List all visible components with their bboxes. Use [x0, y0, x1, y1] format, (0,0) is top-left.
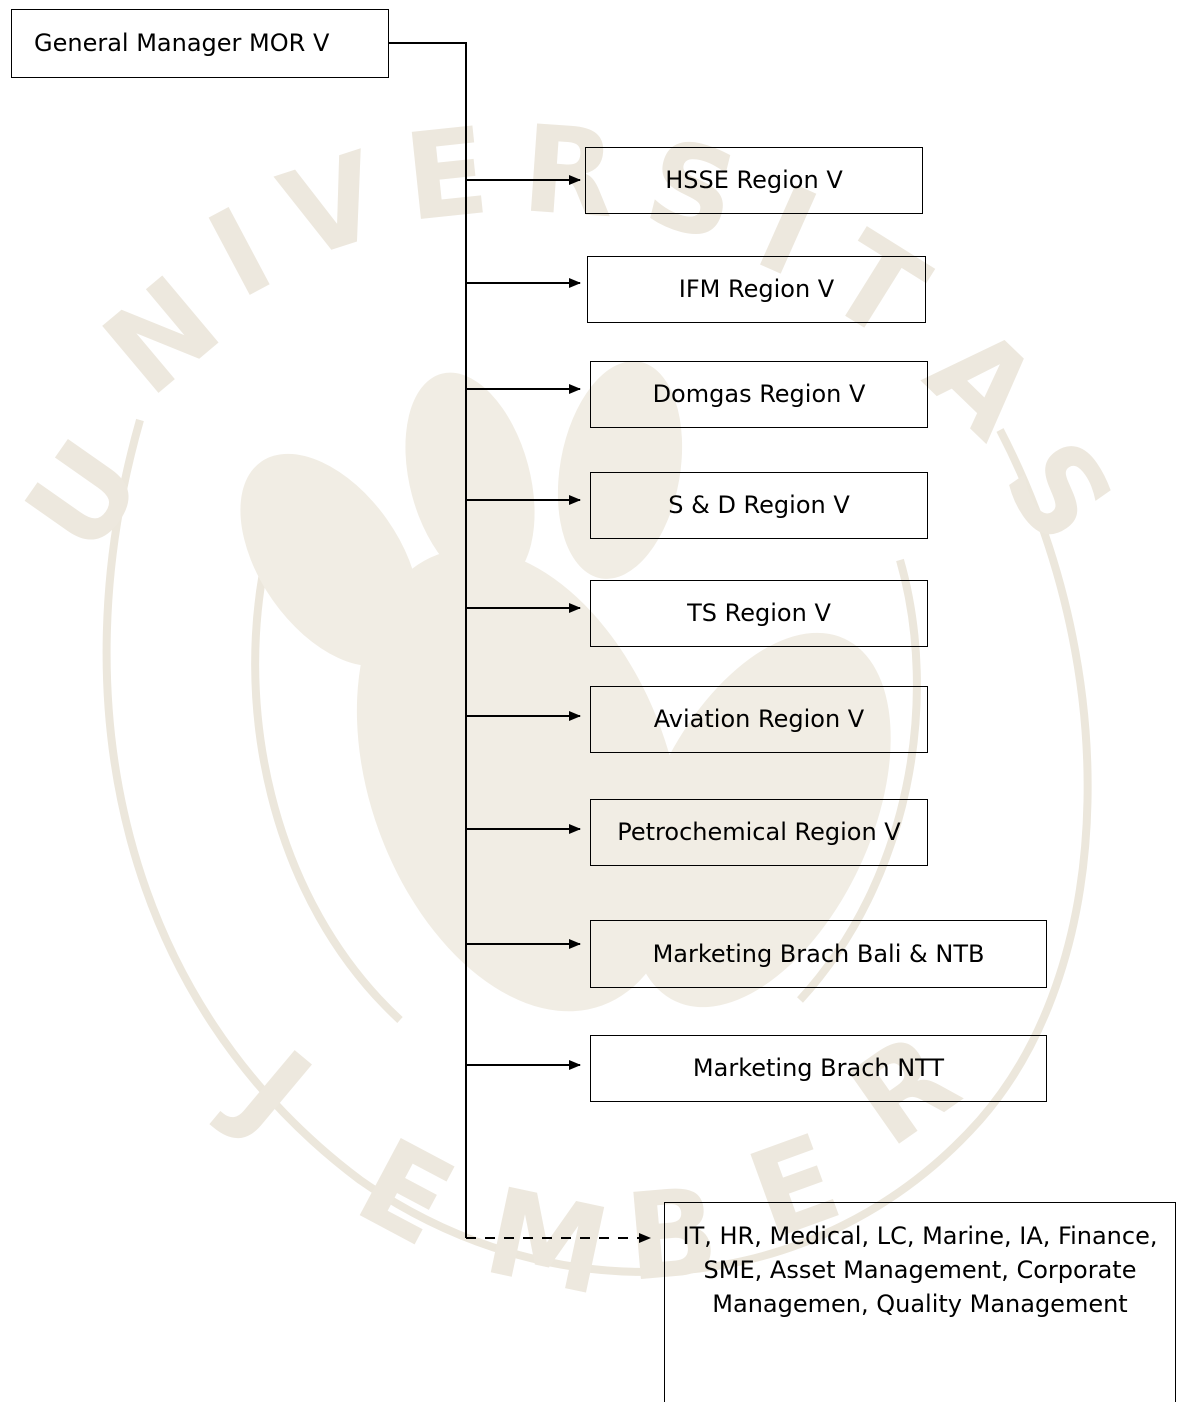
box-petrochemical: Petrochemical Region V	[590, 799, 928, 866]
root-box-general-manager: General Manager MOR V	[11, 9, 389, 78]
box-aviation: Aviation Region V	[590, 686, 928, 753]
box-sd: S & D Region V	[590, 472, 928, 539]
box-label: Marketing Brach Bali & NTB	[652, 939, 985, 968]
box-marketing-bali-ntb: Marketing Brach Bali & NTB	[590, 920, 1047, 988]
box-label: IFM Region V	[678, 275, 835, 304]
box-label: S & D Region V	[668, 491, 850, 520]
box-marketing-ntt: Marketing Brach NTT	[590, 1035, 1047, 1102]
box-ifm: IFM Region V	[587, 256, 926, 323]
box-label: Marketing Brach NTT	[692, 1054, 945, 1083]
box-label: TS Region V	[687, 599, 831, 628]
box-label: HSSE Region V	[665, 166, 843, 195]
root-label: General Manager MOR V	[34, 29, 330, 58]
box-label: Domgas Region V	[652, 380, 866, 409]
box-domgas: Domgas Region V	[590, 361, 928, 428]
box-label: Aviation Region V	[653, 705, 865, 734]
root-connector	[389, 42, 467, 1238]
box-hsse: HSSE Region V	[585, 147, 923, 214]
box-ts: TS Region V	[590, 580, 928, 647]
box-label: Petrochemical Region V	[617, 818, 901, 847]
support-label: IT, HR, Medical, LC, Marine, IA, Finance…	[682, 1222, 1158, 1319]
box-support-functions: IT, HR, Medical, LC, Marine, IA, Finance…	[664, 1202, 1176, 1402]
